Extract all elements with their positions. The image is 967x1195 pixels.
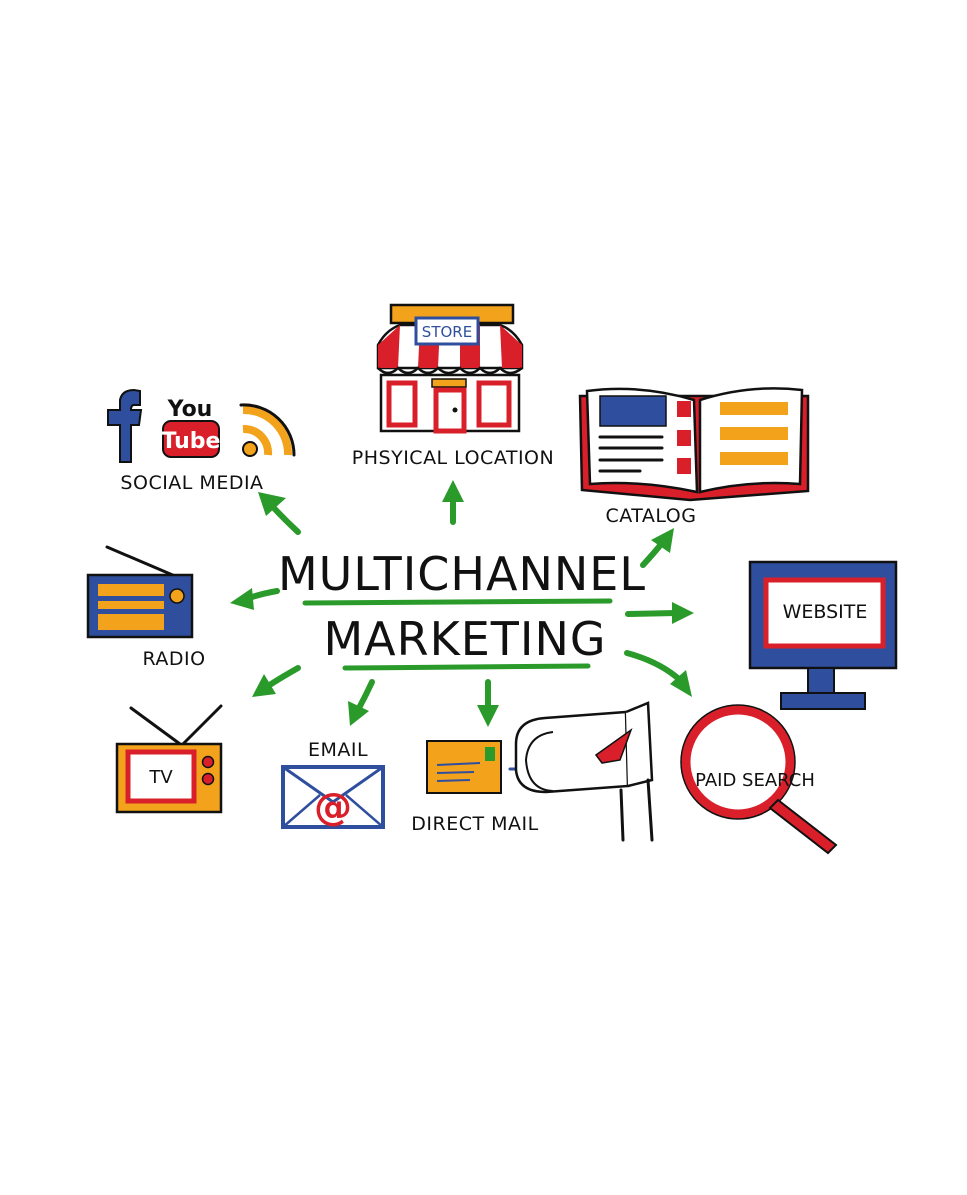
arrow-social-media <box>258 492 301 535</box>
email-label: EMAIL <box>308 739 368 761</box>
tv-icon: TV <box>115 704 223 814</box>
arrow-email <box>348 679 375 726</box>
paid-search-label: PAID SEARCH <box>695 770 815 791</box>
title-underline-1 <box>302 598 613 606</box>
title-underline-2 <box>342 663 591 671</box>
tv-label: TV <box>148 767 173 788</box>
social-media-label: SOCIAL MEDIA <box>120 472 263 494</box>
arrow-direct-mail <box>477 679 499 727</box>
email-at-symbol: @ <box>314 785 352 829</box>
arrow-physical-location <box>442 480 464 525</box>
arrow-paid-search <box>624 650 692 697</box>
magnifier-icon: PAID SEARCH <box>680 704 838 855</box>
radio-icon <box>86 545 194 639</box>
radio-label: RADIO <box>142 648 205 670</box>
arrow-catalog <box>640 528 674 568</box>
facebook-icon <box>107 388 143 463</box>
envelope-icon: @ <box>281 765 385 829</box>
mailbox-icon <box>514 701 654 842</box>
title-line1: MULTICHANNEL <box>278 547 646 601</box>
store-sign: STORE <box>422 323 472 341</box>
arrow-radio <box>230 588 280 610</box>
catalog-book-icon <box>578 387 810 502</box>
direct-mail-group: DIRECT MAIL <box>411 740 546 835</box>
social-media-group: You Tube SOCIAL MEDIA <box>107 388 296 494</box>
store-icon: STORE <box>376 303 524 434</box>
title-line2: MARKETING <box>323 612 606 666</box>
youtube-top-text: You <box>167 397 213 422</box>
website-label: WEBSITE <box>783 601 868 623</box>
arrow-website <box>625 602 694 624</box>
arrow-tv <box>252 665 301 697</box>
catalog-label: CATALOG <box>605 505 696 527</box>
youtube-bottom-text: Tube <box>162 429 221 454</box>
arrows <box>230 480 694 727</box>
youtube-icon: You Tube <box>162 397 221 458</box>
center-title: MULTICHANNEL MARKETING <box>278 547 646 671</box>
direct-mail-label: DIRECT MAIL <box>411 813 538 835</box>
rss-icon <box>239 403 296 457</box>
monitor-icon: WEBSITE <box>748 560 898 710</box>
physical-location-label: PHSYICAL LOCATION <box>352 447 554 469</box>
